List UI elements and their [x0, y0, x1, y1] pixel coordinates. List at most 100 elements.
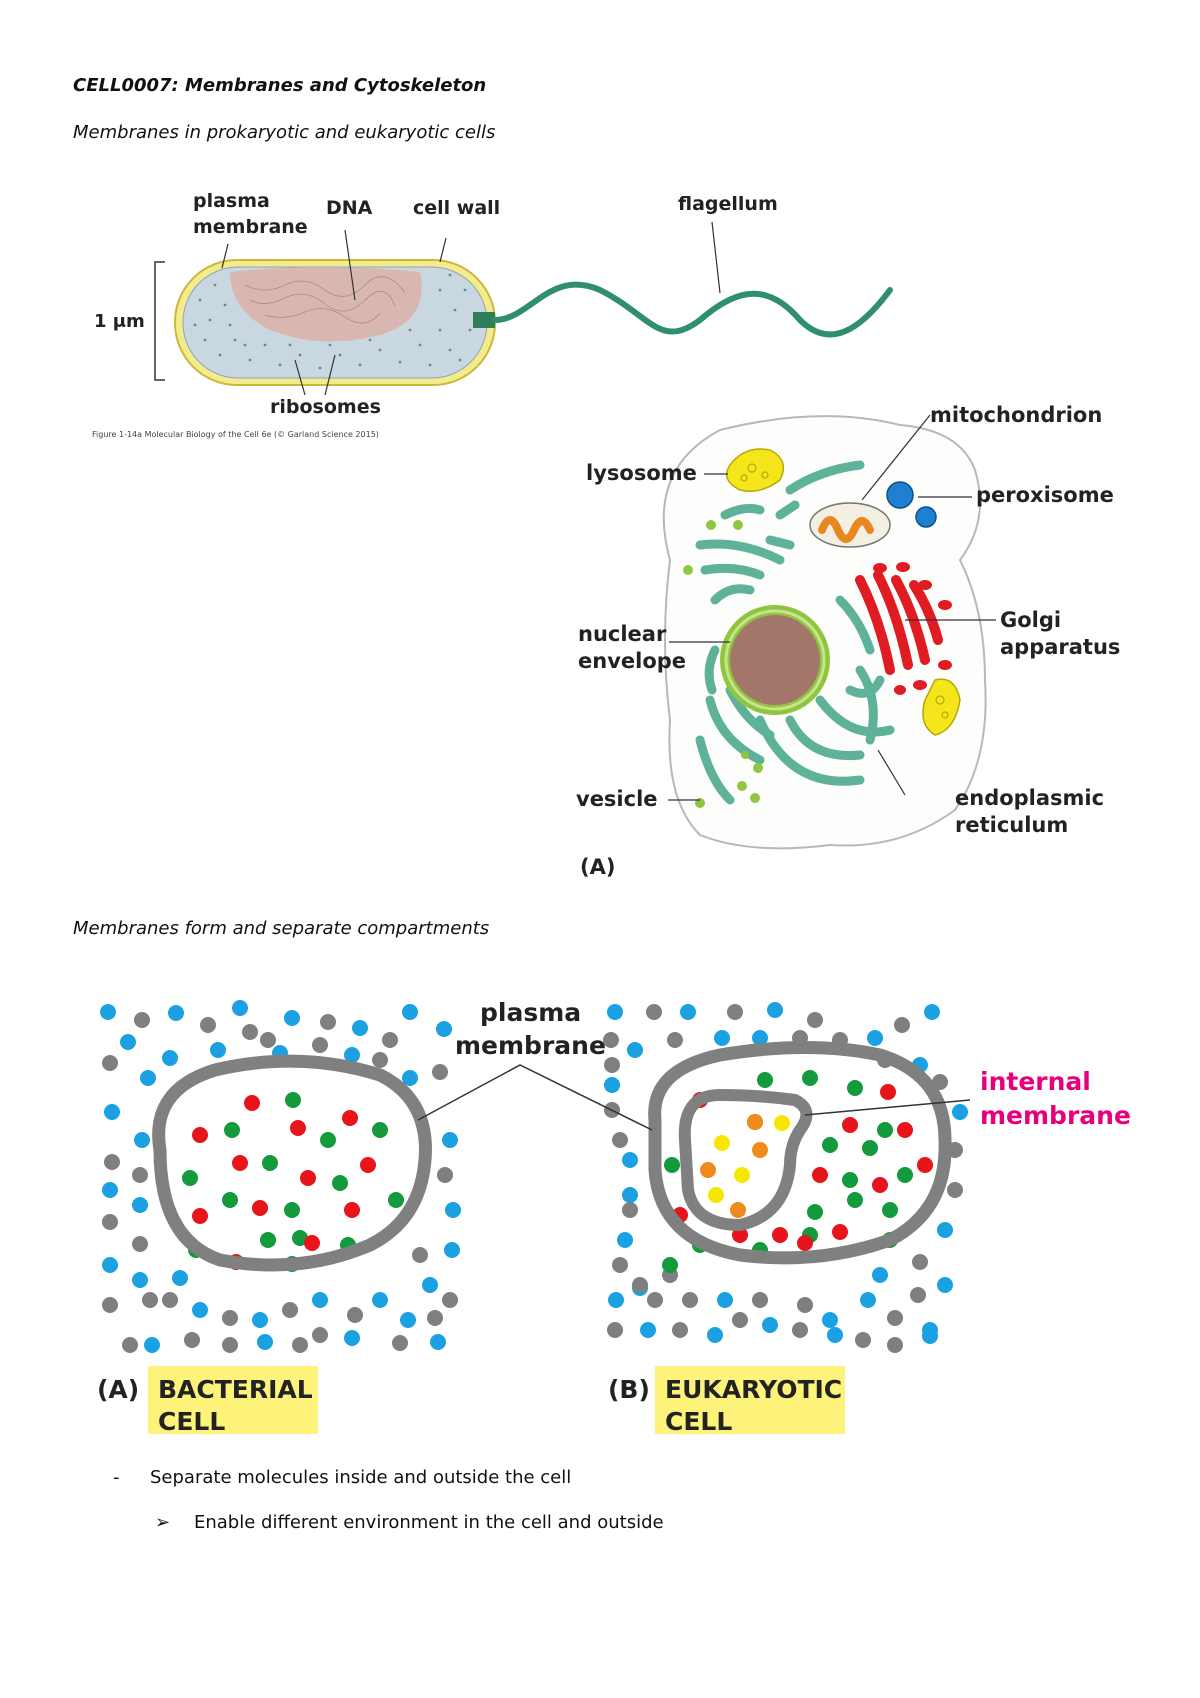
- outside-molecule-a: [222, 1310, 238, 1326]
- outside-molecule-b: [727, 1004, 743, 1020]
- outside-molecule-b: [767, 1002, 783, 1018]
- outside-molecule-b: [937, 1277, 953, 1293]
- section-heading-membranes: Membranes in prokaryotic and eukaryotic …: [73, 122, 496, 143]
- mitochondrion: [809, 502, 891, 548]
- outside-molecule-a: [100, 1004, 116, 1020]
- panel-b-line1: EUKARYOTIC: [665, 1375, 842, 1404]
- outside-molecule-b: [922, 1328, 938, 1344]
- inside-molecule-a: [224, 1122, 240, 1138]
- outside-molecule-a: [102, 1214, 118, 1230]
- outside-molecule-a: [400, 1312, 416, 1328]
- outside-molecule-b: [672, 1322, 688, 1338]
- inside-molecule-b: [882, 1202, 898, 1218]
- outside-molecule-a: [192, 1302, 208, 1318]
- outside-molecule-a: [372, 1292, 388, 1308]
- er-strands: [695, 460, 895, 805]
- label-internal-membrane: membrane: [980, 1101, 1131, 1130]
- outside-molecule-b: [714, 1030, 730, 1046]
- label-plasma: plasma: [193, 190, 270, 212]
- bullet-different-environment: Enable different environment in the cell…: [194, 1512, 664, 1533]
- outside-molecule-b: [622, 1187, 638, 1203]
- outside-molecule-b: [604, 1077, 620, 1093]
- outside-molecule-a: [382, 1032, 398, 1048]
- label-flagellum: flagellum: [678, 193, 778, 215]
- internal-molecule: [730, 1202, 746, 1218]
- inside-molecule-b: [664, 1157, 680, 1173]
- outside-molecule-b: [855, 1332, 871, 1348]
- outside-molecule-a: [445, 1202, 461, 1218]
- outside-molecule-b: [752, 1030, 768, 1046]
- label-internal: internal: [980, 1067, 1091, 1096]
- outside-molecule-b: [647, 1292, 663, 1308]
- scale-label: 1 μm: [94, 311, 145, 332]
- outside-molecule-b: [762, 1317, 778, 1333]
- outside-molecule-a: [402, 1070, 418, 1086]
- outside-molecule-b: [827, 1327, 843, 1343]
- inside-molecule-a: [252, 1200, 268, 1216]
- outside-molecule-a: [412, 1247, 428, 1263]
- outside-molecule-a: [102, 1182, 118, 1198]
- outside-molecule-b: [822, 1312, 838, 1328]
- outside-molecule-b: [612, 1132, 628, 1148]
- outside-molecule-b: [952, 1104, 968, 1120]
- inside-molecule-b: [847, 1192, 863, 1208]
- panel-b-line2: CELL: [665, 1407, 732, 1436]
- golgi-stacks: [855, 570, 943, 675]
- eukaryote-figure: mitochondrion lysosome peroxisome nuclea…: [576, 403, 1120, 879]
- outside-molecule-a: [402, 1004, 418, 1020]
- outside-molecule-a: [120, 1034, 136, 1050]
- outside-molecule-b: [622, 1152, 638, 1168]
- inside-molecule-b: [812, 1167, 828, 1183]
- outside-molecule-b: [924, 1004, 940, 1020]
- outside-molecule-b: [860, 1292, 876, 1308]
- outside-molecule-a: [344, 1047, 360, 1063]
- outside-molecule-a: [436, 1021, 452, 1037]
- panel-b-label: (B): [608, 1375, 650, 1404]
- internal-membrane: [678, 1088, 813, 1232]
- outside-molecule-b: [603, 1032, 619, 1048]
- inside-molecule-a: [260, 1232, 276, 1248]
- inside-molecule-a: [320, 1132, 336, 1148]
- outside-molecule-a: [162, 1050, 178, 1066]
- outside-molecule-b: [607, 1322, 623, 1338]
- bacterial-plasma-membrane: [152, 1054, 432, 1272]
- inside-molecule-b: [807, 1204, 823, 1220]
- outside-molecule-a: [172, 1270, 188, 1286]
- outside-molecule-a: [140, 1070, 156, 1086]
- outside-molecule-a: [442, 1292, 458, 1308]
- label-nuclear: nuclear: [578, 622, 667, 646]
- outside-molecule-a: [437, 1167, 453, 1183]
- inside-molecule-a: [342, 1110, 358, 1126]
- eukaryotic-highlight: [655, 1366, 845, 1434]
- outside-molecule-a: [102, 1055, 118, 1071]
- bacterial-highlight: [148, 1366, 318, 1434]
- outside-molecule-b: [732, 1312, 748, 1328]
- outside-molecule-b: [792, 1322, 808, 1338]
- outside-molecule-a: [144, 1337, 160, 1353]
- outside-molecule-a: [312, 1327, 328, 1343]
- internal-molecule: [747, 1114, 763, 1130]
- inside-molecule-a: [300, 1170, 316, 1186]
- outside-molecule-b: [910, 1287, 926, 1303]
- outside-molecule-a: [134, 1012, 150, 1028]
- internal-molecule: [774, 1115, 790, 1131]
- label-cell-wall: cell wall: [413, 197, 500, 219]
- inside-molecule-a: [372, 1122, 388, 1138]
- outside-molecule-a: [132, 1197, 148, 1213]
- outside-molecule-a: [102, 1297, 118, 1313]
- label-envelope: envelope: [578, 649, 686, 673]
- outside-molecule-a: [104, 1154, 120, 1170]
- outside-molecule-b: [680, 1004, 696, 1020]
- label-vesicle: vesicle: [576, 787, 658, 811]
- inside-molecule-a: [222, 1192, 238, 1208]
- outside-molecule-b: [797, 1297, 813, 1313]
- inside-molecule-a: [360, 1157, 376, 1173]
- outside-molecule-a: [162, 1292, 178, 1308]
- outside-molecule-a: [430, 1334, 446, 1350]
- label-apparatus: apparatus: [1000, 635, 1120, 659]
- outside-molecule-a: [132, 1236, 148, 1252]
- outside-molecule-a: [352, 1020, 368, 1036]
- inside-molecule-b: [772, 1227, 788, 1243]
- inside-molecule-b: [917, 1157, 933, 1173]
